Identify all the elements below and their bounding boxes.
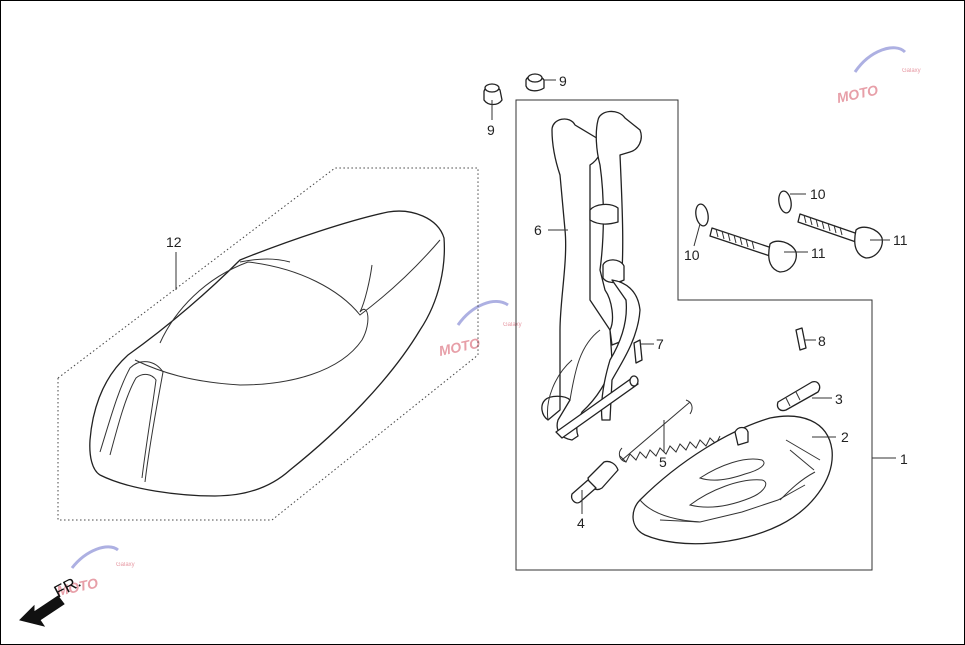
callout-3: 3 [835, 391, 843, 407]
watermark-tag: Galaxy [116, 562, 135, 568]
callout-9-right: 9 [559, 73, 567, 89]
arrow-icon [19, 595, 65, 627]
callout-7: 7 [656, 336, 664, 352]
watermark-center: MOTO Galaxy [437, 300, 522, 359]
spring-part [618, 399, 721, 463]
washer-part-right [778, 190, 792, 214]
leader-10a [693, 223, 701, 247]
bolt-part-right [797, 213, 883, 259]
nut-part-right [525, 73, 545, 92]
washer-part-left [695, 203, 709, 227]
callout-10-right: 10 [810, 186, 826, 202]
watermark-brand: MOTO [835, 82, 879, 106]
bolt-part-left [709, 227, 797, 273]
callout-2: 2 [841, 429, 849, 445]
seat-part [89, 210, 446, 497]
watermark-brand: MOTO [437, 335, 481, 359]
lever-part [776, 380, 821, 412]
clip-part [633, 339, 643, 364]
watermark-tag: Galaxy [503, 322, 522, 328]
small-pin-part [795, 327, 807, 351]
watermark-tag: Galaxy [902, 68, 921, 74]
callout-11-right: 11 [893, 232, 908, 248]
callout-6: 6 [534, 222, 542, 238]
callout-1: 1 [900, 451, 908, 467]
callout-10-left: 10 [684, 247, 700, 263]
callout-5: 5 [659, 454, 667, 470]
callout-8: 8 [818, 333, 826, 349]
callout-9-left: 9 [487, 122, 495, 138]
watermark-top-right: MOTO Galaxy [835, 46, 921, 106]
stand-assembly-box [515, 99, 873, 571]
nut-part-left [483, 83, 503, 106]
callout-4: 4 [577, 515, 585, 531]
pin-part [570, 460, 619, 504]
callout-12: 12 [166, 234, 182, 250]
front-direction-arrow: FR. [19, 572, 84, 627]
main-stand-part [541, 110, 642, 441]
foot-plate-part [632, 415, 833, 545]
callout-11-left: 11 [811, 245, 826, 261]
